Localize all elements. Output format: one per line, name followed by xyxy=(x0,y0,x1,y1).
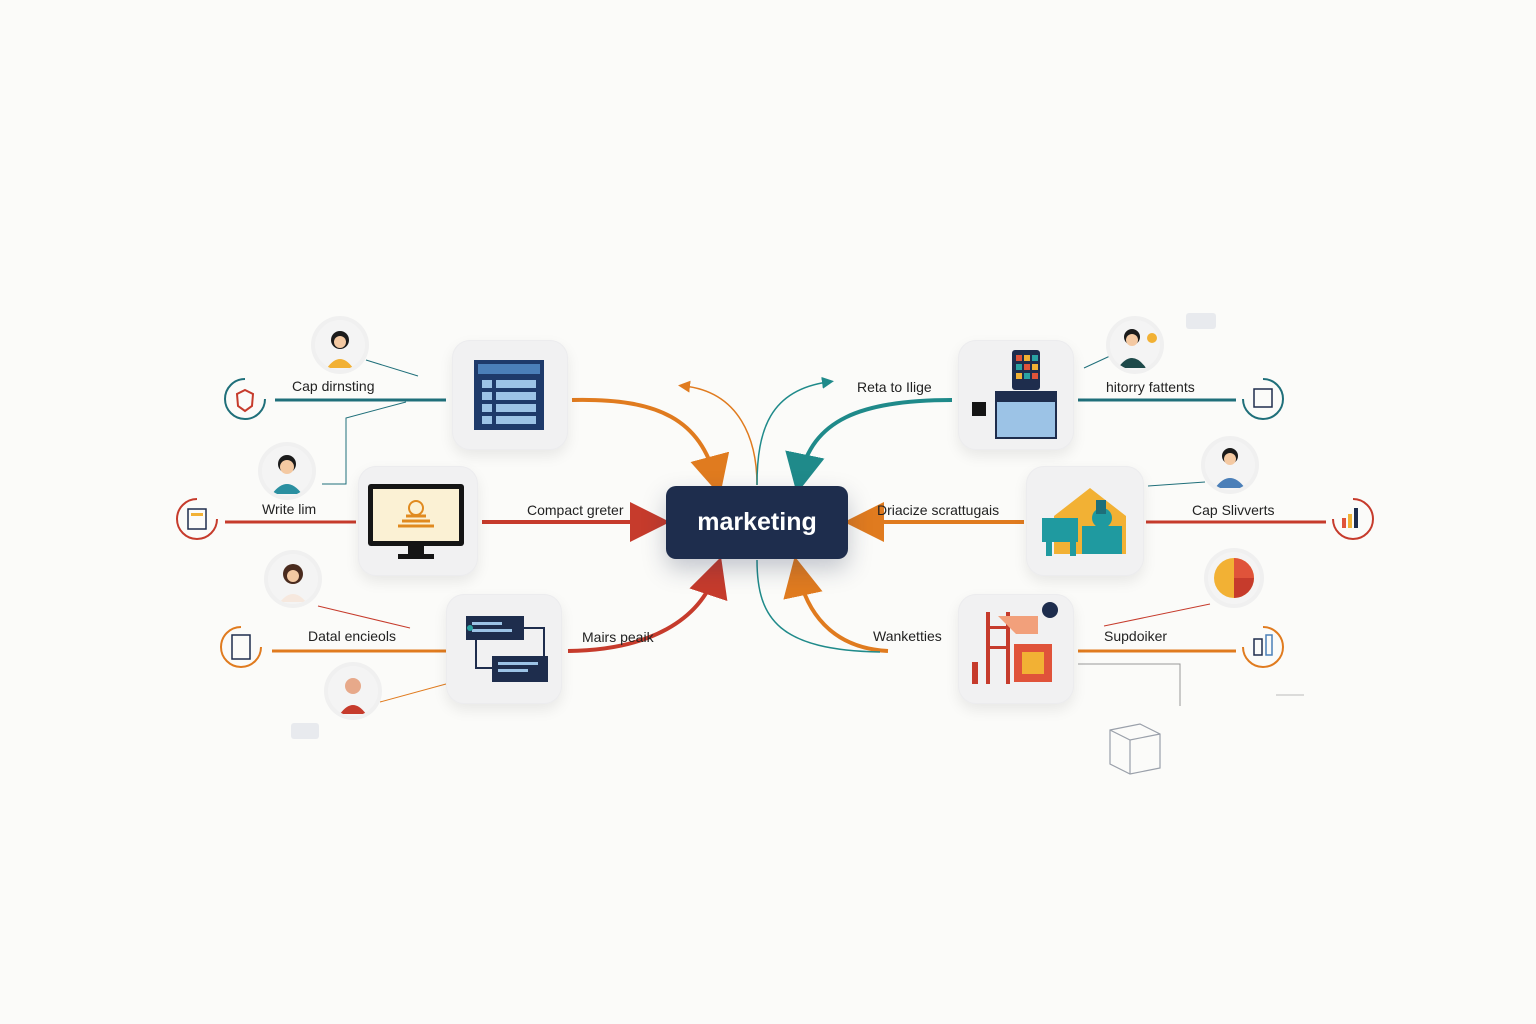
label-datal-encieols: Datal encieols xyxy=(308,628,396,644)
phone-shop-icon xyxy=(972,350,1057,439)
chat-bubble-icon-2 xyxy=(290,722,320,740)
person-businessman-avatar xyxy=(1110,320,1160,370)
label-hitorry-fattents: hitorry fattents xyxy=(1106,379,1195,395)
arrow-wanketties xyxy=(783,556,889,653)
document-ring-icon xyxy=(170,496,224,542)
label-reta-to-ilige: Reta to Ilige xyxy=(857,379,932,395)
chart-ring-icon xyxy=(1236,376,1290,422)
clipboard-ring-icon xyxy=(214,624,268,670)
person-man-avatar xyxy=(262,446,312,496)
list-document-icon xyxy=(474,360,544,430)
chat-bubble-icon xyxy=(1185,312,1217,330)
flowchart-icon xyxy=(466,616,548,682)
label-compact-greter: Compact greter xyxy=(527,502,624,518)
label-cap-dirnsting: Cap dirnsting xyxy=(292,378,375,394)
person-man-avatar-2 xyxy=(1205,440,1255,490)
label-driacize-scrattugais: Driacize scrattugais xyxy=(877,502,1000,518)
warehouse-icon xyxy=(972,602,1058,684)
tile-top-left[interactable] xyxy=(452,340,568,450)
pie-chart-icon xyxy=(1208,552,1260,604)
tile-bottom-right[interactable] xyxy=(958,594,1074,704)
factory-icon xyxy=(1042,488,1126,556)
hub-label: marketing xyxy=(697,508,817,536)
tile-mid-right[interactable] xyxy=(1026,466,1144,576)
person-woman-avatar-2 xyxy=(268,554,318,604)
arrow-reta-to-ilige xyxy=(785,398,953,494)
arrow-mairs-peaik xyxy=(567,556,728,653)
label-cap-slivverts: Cap Slivverts xyxy=(1192,502,1275,518)
bar-chart-ring-icon xyxy=(1326,496,1380,542)
person-elder-avatar xyxy=(328,666,378,716)
label-mairs-peaik: Mairs peaik xyxy=(582,629,654,645)
label-write-lim: Write lim xyxy=(262,501,317,517)
label-supdoiker: Supdoiker xyxy=(1104,628,1168,644)
person-woman-avatar xyxy=(315,320,365,370)
box-outline-icon xyxy=(1106,720,1164,776)
arrow-top-left xyxy=(571,397,730,496)
tile-top-right[interactable] xyxy=(958,340,1074,450)
shield-ring-icon xyxy=(218,376,272,422)
tile-mid-left[interactable] xyxy=(358,466,478,576)
battery-ring-icon xyxy=(1236,624,1290,670)
label-wanketties: Wanketties xyxy=(873,628,942,644)
monitor-icon xyxy=(368,484,464,559)
tile-bottom-left[interactable] xyxy=(446,594,562,704)
hub-node[interactable]: marketing xyxy=(666,486,848,559)
